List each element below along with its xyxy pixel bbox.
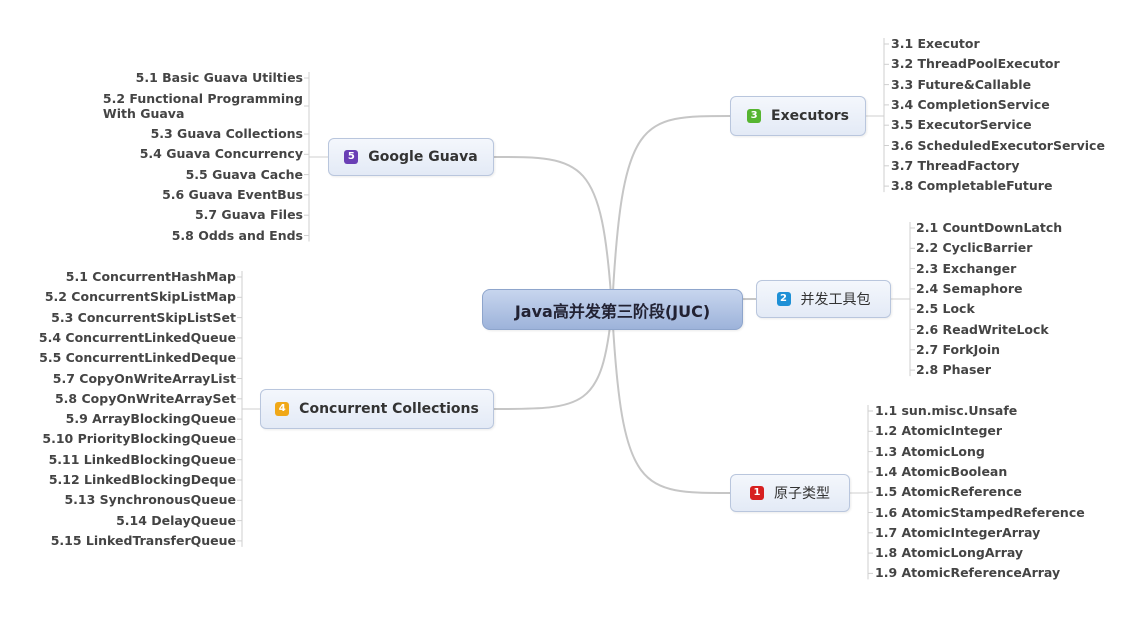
subtopic-collections-2[interactable]: 5.2 ConcurrentSkipListMap [44, 289, 236, 305]
subtopic-collections-8[interactable]: 5.9 ArrayBlockingQueue [65, 411, 236, 427]
subtopic-atomic-9[interactable]: 1.9 AtomicReferenceArray [875, 565, 1061, 581]
subtopic-executors-7[interactable]: 3.7 ThreadFactory [891, 157, 1020, 173]
subtopic-tools-4[interactable]: 2.4 Semaphore [916, 280, 1023, 296]
subtopic-collections-1[interactable]: 5.1 ConcurrentHashMap [65, 269, 236, 284]
subtopic-atomic-1[interactable]: 1.1 sun.misc.Unsafe [875, 403, 1018, 418]
topic-label: Concurrent Collections [299, 401, 479, 417]
priority-2-icon: 2 [776, 292, 791, 306]
subtopic-atomic-8[interactable]: 1.8 AtomicLongArray [875, 545, 1024, 561]
subtopic-tools-1[interactable]: 2.1 CountDownLatch [916, 220, 1063, 235]
subtopic-guava-7[interactable]: 5.7 Guava Files [194, 207, 303, 223]
subtopic-tools-2[interactable]: 2.2 CyclicBarrier [916, 240, 1033, 256]
subtopic-tools-7[interactable]: 2.7 ForkJoin [916, 341, 1001, 357]
subtopic-tools-6[interactable]: 2.6 ReadWriteLock [916, 321, 1049, 337]
topic-executors[interactable]: 3 Executors [730, 96, 866, 136]
topic-atomic[interactable]: 1 原子类型 [730, 474, 850, 512]
connector [611, 308, 731, 494]
subtopic-collections-3[interactable]: 5.3 ConcurrentSkipListSet [51, 309, 236, 325]
connector [611, 115, 731, 310]
subtopic-collections-9[interactable]: 5.10 PriorityBlockingQueue [42, 431, 236, 447]
subtopic-executors-3[interactable]: 3.3 Future&Callable [891, 76, 1032, 92]
priority-3-icon: 3 [747, 109, 762, 123]
subtopic-guava-6[interactable]: 5.6 Guava EventBus [162, 186, 303, 202]
subtopic-collections-5[interactable]: 5.5 ConcurrentLinkedDeque [39, 350, 236, 366]
subtopic-collections-14[interactable]: 5.15 LinkedTransferQueue [50, 532, 236, 548]
topic-label: 原子类型 [774, 486, 830, 502]
priority-1-icon: 1 [750, 486, 764, 500]
subtopic-guava-3[interactable]: 5.3 Guava Collections [150, 126, 303, 141]
subtopic-executors-4[interactable]: 3.4 CompletionService [891, 96, 1050, 112]
topic-label: 并发工具包 [800, 292, 871, 308]
subtopic-atomic-4[interactable]: 1.4 AtomicBoolean [875, 463, 1008, 479]
subtopic-collections-7[interactable]: 5.8 CopyOnWriteArraySet [54, 390, 236, 406]
subtopic-tools-3[interactable]: 2.3 Exchanger [916, 260, 1017, 276]
subtopic-executors-5[interactable]: 3.5 ExecutorService [891, 117, 1032, 133]
subtopic-atomic-2[interactable]: 1.2 AtomicInteger [875, 423, 1003, 439]
subtopic-guava-4[interactable]: 5.4 Guava Concurrency [139, 146, 303, 162]
subtopic-guava-8[interactable]: 5.8 Odds and Ends [171, 227, 303, 243]
subtopic-guava-5[interactable]: 5.5 Guava Cache [185, 166, 303, 182]
subtopic-executors-2[interactable]: 3.2 ThreadPoolExecutor [891, 56, 1060, 72]
topic-label: Google Guava [368, 149, 478, 165]
subtopic-tools-5[interactable]: 2.5 Lock [916, 301, 975, 317]
subtopic-executors-6[interactable]: 3.6 ScheduledExecutorService [891, 137, 1105, 153]
subtopic-atomic-6[interactable]: 1.6 AtomicStampedReference [875, 504, 1085, 520]
topic-guava[interactable]: 5 Google Guava [328, 138, 494, 176]
subtopic-collections-10[interactable]: 5.11 LinkedBlockingQueue [48, 451, 236, 467]
subtopic-collections-6[interactable]: 5.7 CopyOnWriteArrayList [52, 370, 236, 386]
topic-collections[interactable]: 4 Concurrent Collections [260, 389, 494, 429]
central-topic[interactable]: Java高并发第三阶段(JUC) [482, 289, 743, 330]
connector [493, 308, 613, 410]
topic-label: Executors [771, 108, 849, 124]
connector [493, 156, 613, 310]
subtopic-guava-1[interactable]: 5.1 Basic Guava Utilties [135, 70, 303, 85]
subtopic-tools-8[interactable]: 2.8 Phaser [916, 362, 992, 378]
subtopic-collections-13[interactable]: 5.14 DelayQueue [116, 512, 236, 528]
subtopic-executors-8[interactable]: 3.8 CompletableFuture [891, 178, 1053, 194]
subtopic-atomic-7[interactable]: 1.7 AtomicIntegerArray [875, 524, 1041, 540]
subtopic-atomic-5[interactable]: 1.5 AtomicReference [875, 484, 1022, 500]
subtopic-executors-1[interactable]: 3.1 Executor [891, 36, 980, 51]
priority-4-icon: 4 [275, 402, 290, 416]
subtopic-collections-12[interactable]: 5.13 SynchronousQueue [64, 492, 236, 508]
subtopic-atomic-3[interactable]: 1.3 AtomicLong [875, 443, 985, 459]
topic-tools[interactable]: 2 并发工具包 [756, 280, 891, 318]
central-topic-label: Java高并发第三阶段(JUC) [514, 301, 711, 321]
subtopic-collections-11[interactable]: 5.12 LinkedBlockingDeque [48, 472, 236, 487]
priority-5-icon: 5 [344, 150, 359, 164]
subtopic-collections-4[interactable]: 5.4 ConcurrentLinkedQueue [38, 329, 236, 345]
